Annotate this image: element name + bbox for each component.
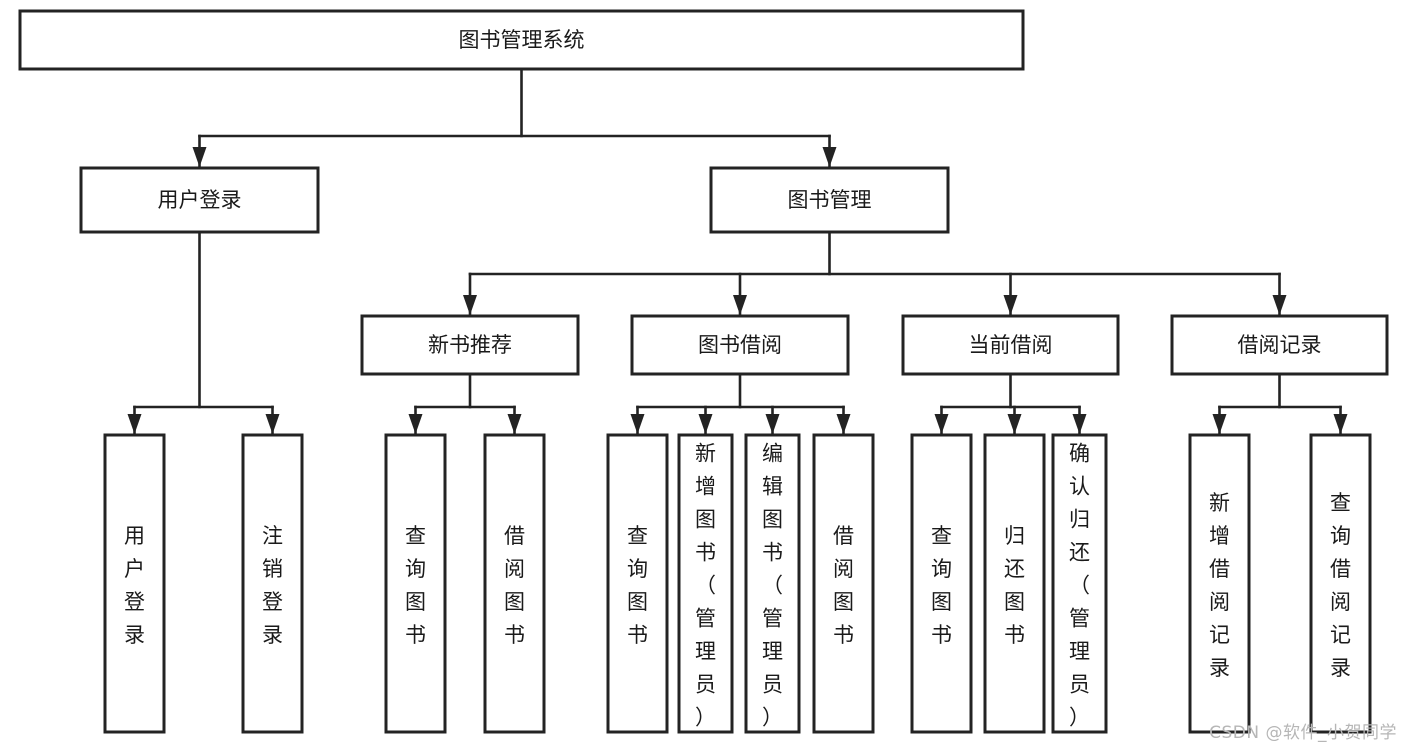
- arrow-head-icon: [1272, 295, 1287, 315]
- node-label: 归还图书: [1004, 524, 1025, 647]
- node-box[interactable]: [983, 433, 1046, 734]
- node-leaf-3[interactable]: 借阅图书: [483, 433, 546, 734]
- node-box[interactable]: [1188, 433, 1251, 734]
- arrow-head-icon: [408, 414, 423, 434]
- node-label: 查询借阅记录: [1330, 491, 1351, 680]
- node-leaf-7[interactable]: 借阅图书: [812, 433, 875, 734]
- arrow-head-icon: [1212, 414, 1227, 434]
- arrow-head-icon: [1333, 414, 1348, 434]
- node-leaf-0[interactable]: 用户登录: [103, 433, 166, 734]
- node-label: 当前借阅: [969, 333, 1053, 357]
- node-label: 图书管理系统: [459, 28, 585, 52]
- node-box[interactable]: [1309, 433, 1372, 734]
- node-leaf-10[interactable]: 确认归还（管理员）: [1051, 433, 1108, 734]
- arrow-head-icon: [836, 414, 851, 434]
- node-leaf-12[interactable]: 查询借阅记录: [1309, 433, 1372, 734]
- arrow-head-icon: [1003, 295, 1018, 315]
- node-label: 用户登录: [158, 188, 242, 212]
- node-box[interactable]: [709, 166, 950, 234]
- node-box[interactable]: [1051, 433, 1108, 734]
- node-box[interactable]: [241, 433, 304, 734]
- node-label: 确认归还（管理员）: [1069, 442, 1090, 730]
- node-box[interactable]: [1170, 314, 1389, 376]
- node-root[interactable]: 图书管理系统: [18, 9, 1025, 71]
- node-level3-0[interactable]: 新书推荐: [360, 314, 580, 376]
- node-label: 图书管理: [788, 188, 872, 212]
- node-box[interactable]: [79, 166, 320, 234]
- node-box[interactable]: [103, 433, 166, 734]
- node-label: 图书借阅: [698, 333, 782, 357]
- node-level3-3[interactable]: 借阅记录: [1170, 314, 1389, 376]
- node-label: 新增图书（管理员）: [695, 442, 716, 730]
- arrow-head-icon: [822, 147, 837, 167]
- node-leaf-1[interactable]: 注销登录: [241, 433, 304, 734]
- node-box[interactable]: [630, 314, 850, 376]
- arrow-head-icon: [192, 147, 207, 167]
- node-label: 借阅图书: [504, 524, 525, 647]
- connector-edges: [127, 67, 1348, 436]
- node-label: 注销登录: [262, 524, 283, 647]
- node-box[interactable]: [360, 314, 580, 376]
- arrow-head-icon: [1072, 414, 1087, 434]
- node-label: 借阅记录: [1238, 333, 1322, 357]
- node-box[interactable]: [677, 433, 734, 734]
- node-leaf-4[interactable]: 查询图书: [606, 433, 669, 734]
- node-label: 新增借阅记录: [1209, 491, 1230, 680]
- arrow-head-icon: [1007, 414, 1022, 434]
- arrow-head-icon: [265, 414, 280, 434]
- arrow-head-icon: [127, 414, 142, 434]
- node-leaf-5[interactable]: 新增图书（管理员）: [677, 433, 734, 734]
- arrow-head-icon: [507, 414, 522, 434]
- arrow-head-icon: [934, 414, 949, 434]
- node-leaf-9[interactable]: 归还图书: [983, 433, 1046, 734]
- node-label: 编辑图书（管理员）: [762, 442, 783, 730]
- node-level2-0[interactable]: 用户登录: [79, 166, 320, 234]
- node-label: 借阅图书: [833, 524, 854, 647]
- arrow-head-icon: [463, 295, 477, 315]
- node-box[interactable]: [606, 433, 669, 734]
- node-box[interactable]: [812, 433, 875, 734]
- node-level3-2[interactable]: 当前借阅: [901, 314, 1120, 376]
- node-label: 用户登录: [124, 524, 145, 647]
- arrow-head-icon: [765, 414, 780, 434]
- arrow-head-icon: [630, 414, 645, 434]
- node-leaf-2[interactable]: 查询图书: [384, 433, 447, 734]
- node-boxes: 图书管理系统用户登录图书管理新书推荐图书借阅当前借阅借阅记录用户登录注销登录查询…: [18, 9, 1389, 734]
- node-box[interactable]: [910, 433, 973, 734]
- node-leaf-6[interactable]: 编辑图书（管理员）: [744, 433, 801, 734]
- node-box[interactable]: [744, 433, 801, 734]
- node-box[interactable]: [901, 314, 1120, 376]
- arrow-head-icon: [698, 414, 713, 434]
- node-level3-1[interactable]: 图书借阅: [630, 314, 850, 376]
- node-box[interactable]: [384, 433, 447, 734]
- node-box[interactable]: [483, 433, 546, 734]
- node-label: 查询图书: [627, 524, 648, 647]
- node-level2-1[interactable]: 图书管理: [709, 166, 950, 234]
- node-leaf-11[interactable]: 新增借阅记录: [1188, 433, 1251, 734]
- node-leaf-8[interactable]: 查询图书: [910, 433, 973, 734]
- arrow-head-icon: [733, 295, 747, 315]
- node-box[interactable]: [18, 9, 1025, 71]
- node-label: 查询图书: [931, 524, 952, 647]
- node-label: 查询图书: [405, 524, 426, 647]
- node-label: 新书推荐: [428, 333, 512, 357]
